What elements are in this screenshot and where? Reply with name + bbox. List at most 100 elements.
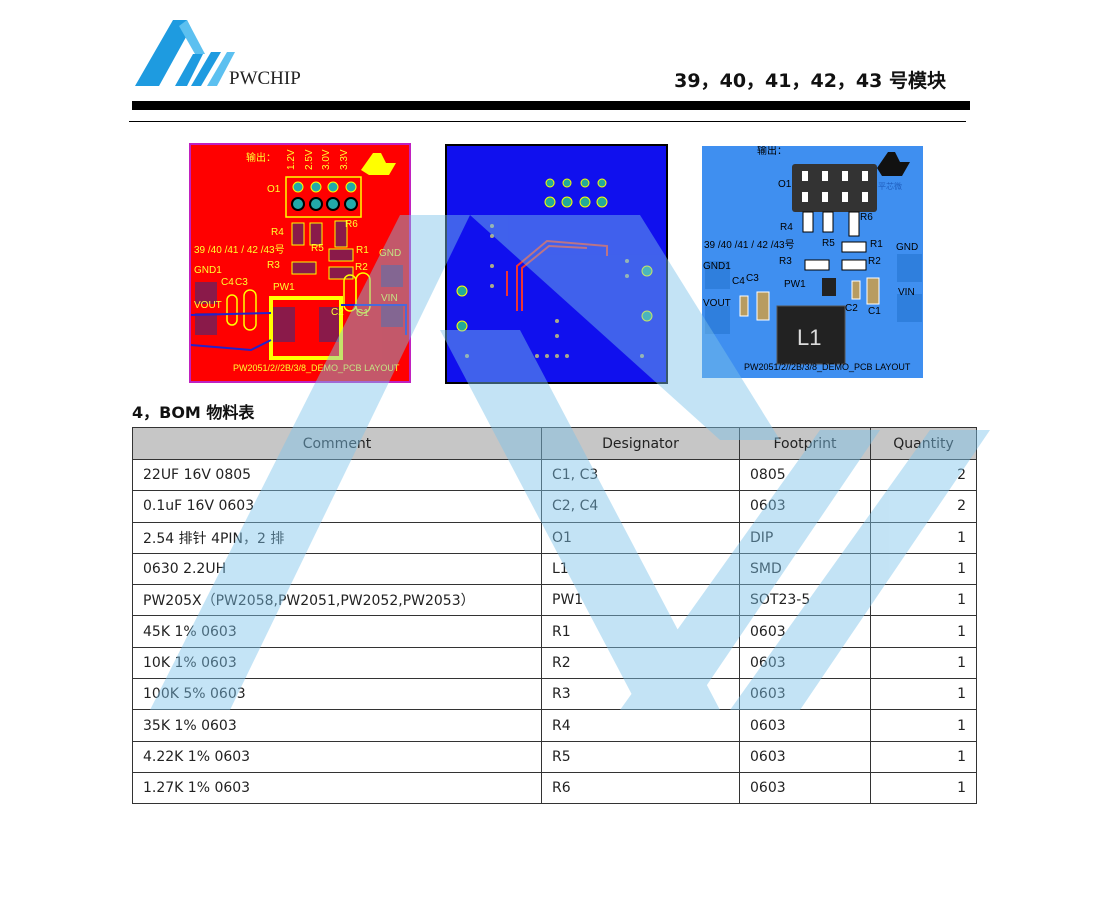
pcb-label-models: 39 /40 /41 / 42 /43号 — [194, 245, 285, 256]
pcb-output-label: 输出： — [757, 146, 787, 157]
pcb-label-r2: R2 — [868, 256, 881, 267]
designator-cell: PW1 — [541, 584, 740, 617]
document-title: 39，40，41，42，43 号模块 — [674, 70, 946, 92]
footprint-cell: 0805 — [739, 458, 871, 492]
designator-cell: C2, C4 — [541, 490, 740, 523]
pcb-label-vout: VOUT — [194, 300, 222, 311]
pcb-label-c4: C4 — [221, 277, 234, 288]
header-rule-thick — [132, 101, 970, 110]
pcb-label-r4: R4 — [780, 222, 793, 233]
designator-cell: R1 — [541, 615, 740, 648]
pcb-label-r5: R5 — [822, 238, 835, 249]
pcb-label-r3: R3 — [267, 260, 280, 271]
quantity-cell: 2 — [870, 458, 977, 492]
pcb-label-vin: VIN — [898, 287, 915, 298]
quantity-cell: 1 — [870, 584, 977, 617]
pcb-label-r1: R1 — [356, 245, 369, 256]
pcb-label-o1: O1 — [778, 179, 792, 190]
designator-cell: R2 — [541, 646, 740, 680]
footprint-cell: 0603 — [739, 490, 871, 523]
pcb-top-artwork — [191, 153, 407, 360]
pcb-label-o1: O1 — [267, 184, 281, 195]
pcb-label-pw1: PW1 — [273, 282, 295, 293]
comment-cell: 1.27K 1% 0603 — [132, 771, 542, 805]
comment-cell: 45K 1% 0603 — [132, 615, 542, 648]
pcb-label-c2: C2 — [331, 307, 344, 318]
quantity-cell: 1 — [870, 615, 977, 648]
pcb-label-gnd1: GND1 — [194, 265, 222, 276]
column-header: Footprint — [739, 427, 871, 460]
pcb-voltage-label: 3.3V — [339, 149, 350, 170]
quantity-cell: 1 — [870, 552, 977, 586]
pcb-label-c3: C3 — [235, 277, 248, 288]
pcb-label-gnd1: GND1 — [703, 261, 731, 272]
footprint-cell: 0603 — [739, 615, 871, 648]
pcb-label-c3: C3 — [746, 273, 759, 284]
pcb-bottom-layer-image — [445, 144, 668, 384]
quantity-cell: 2 — [870, 490, 977, 523]
pcb-footer-label: PW2051/2//2B/3/8_DEMO_PCB LAYOUT — [744, 362, 911, 372]
quantity-cell: 1 — [870, 771, 977, 805]
comment-cell: 0630 2.2UH — [132, 552, 542, 586]
designator-cell: R4 — [541, 709, 740, 742]
pcb-label-r1: R1 — [870, 239, 883, 250]
pcb-label-c1: C1 — [356, 308, 369, 319]
pcb-top-layer-image: 输出： 1.2V 2.5V 3.0V 3.3V O1 R4 R5 R6 R1 R… — [189, 143, 411, 383]
section-title: 4，BOM 物料表 — [132, 403, 255, 422]
pcb-voltage-label: 2.5V — [304, 149, 315, 170]
comment-cell: 2.54 排针 4PIN，2 排 — [132, 521, 542, 554]
pcb-label-r6: R6 — [345, 219, 358, 230]
pcb-label-r5: R5 — [311, 243, 324, 254]
pcb-label-vin: VIN — [381, 293, 398, 304]
pcb-voltage-label: 3.0V — [321, 149, 332, 170]
designator-cell: R5 — [541, 740, 740, 773]
designator-cell: L1 — [541, 552, 740, 586]
pcb-3d-artwork — [705, 152, 922, 365]
pcb-label-r6: R6 — [860, 212, 873, 223]
footprint-cell: 0603 — [739, 678, 871, 711]
comment-cell: 4.22K 1% 0603 — [132, 740, 542, 773]
pcb-label-models: 39 /40 /41 / 42 /43号 — [704, 240, 795, 251]
comment-cell: 35K 1% 0603 — [132, 709, 542, 742]
pcb-label-l1: L1 — [797, 325, 822, 350]
footprint-cell: 0603 — [739, 646, 871, 680]
pcb-output-label: 输出： — [246, 153, 276, 164]
column-header: Designator — [541, 427, 740, 460]
comment-cell: 0.1uF 16V 0603 — [132, 490, 542, 523]
column-header: Quantity — [870, 427, 977, 460]
column-header: Comment — [132, 427, 542, 460]
bom-table: Comment Designator Footprint Quantity 22… — [132, 427, 977, 805]
designator-cell: R6 — [541, 771, 740, 805]
pcb-3d-view-image: 输出： O1 L1 平芯微 R4 R5 R6 R1 R2 R3 PW1 C1 C… — [702, 146, 923, 378]
comment-cell: 10K 1% 0603 — [132, 646, 542, 680]
pcb-label-c1: C1 — [868, 306, 881, 317]
logo-text: PWCHIP — [229, 68, 301, 89]
pcb-label-c2: C2 — [845, 303, 858, 314]
designator-cell: O1 — [541, 521, 740, 554]
comment-cell: 100K 5% 0603 — [132, 678, 542, 711]
pcb-label-r4: R4 — [271, 227, 284, 238]
footprint-cell: 0603 — [739, 740, 871, 773]
designator-cell: C1, C3 — [541, 458, 740, 492]
footprint-cell: 0603 — [739, 709, 871, 742]
pcb-label-gnd: GND — [379, 248, 402, 259]
footprint-cell: SMD — [739, 552, 871, 586]
table-header-row: Comment Designator Footprint Quantity — [132, 427, 977, 460]
pcb-label-gnd: GND — [896, 242, 919, 253]
pcb-label-vout: VOUT — [703, 298, 731, 309]
footprint-cell: DIP — [739, 521, 871, 554]
pcb-label-c4: C4 — [732, 276, 745, 287]
comment-cell: PW205X（PW2058,PW2051,PW2052,PW2053） — [132, 584, 542, 617]
footprint-cell: SOT23-5 — [739, 584, 871, 617]
